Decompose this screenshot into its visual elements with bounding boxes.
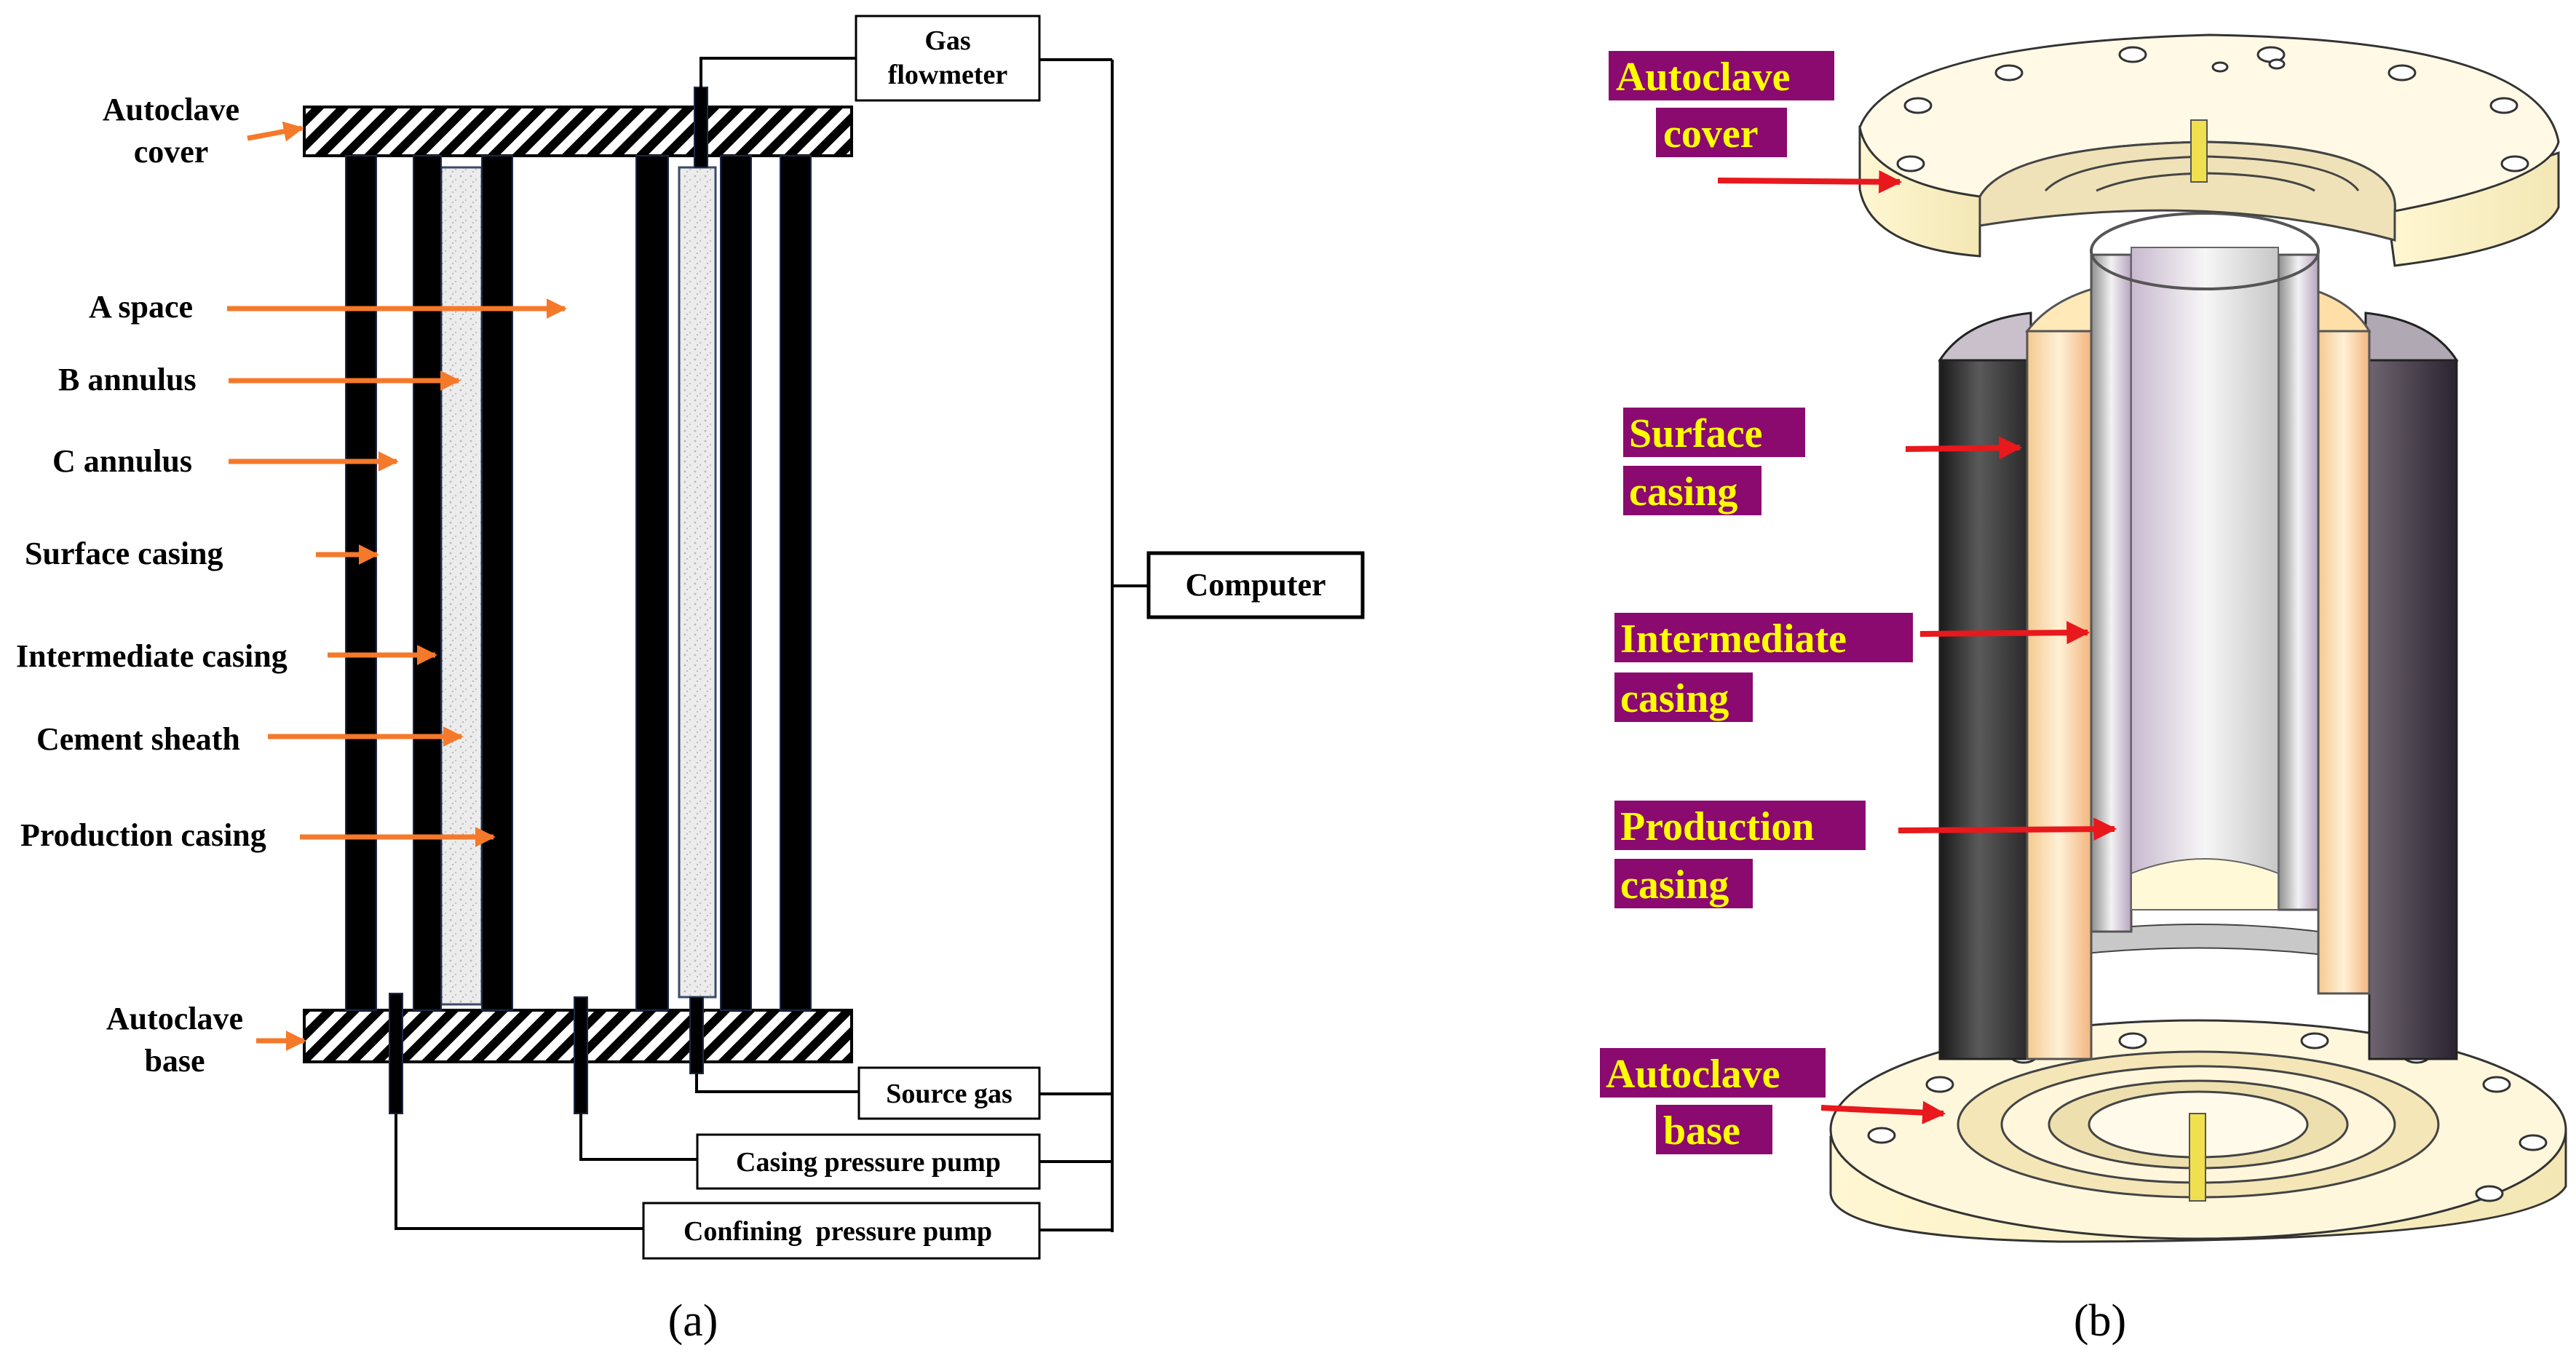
label-c-annulus: C annulus bbox=[52, 443, 192, 479]
tag-autoclave-cover-1: Autoclave bbox=[1616, 55, 1791, 100]
casing-pressure-pump-box bbox=[696, 1133, 1041, 1190]
tag-autoclave-cover-bg-1 bbox=[1609, 51, 1834, 100]
production-casing-wall-left bbox=[481, 155, 513, 1011]
arrow-b-cover bbox=[1717, 170, 1903, 194]
label-autoclave-cover-2: cover bbox=[134, 134, 209, 170]
tag-intermediate-casing-1: Intermediate bbox=[1620, 616, 1847, 662]
panel-a-schematic: Gas flowmeter Computer Source gas Casing… bbox=[16, 15, 1365, 1346]
arrow-b-production bbox=[1898, 817, 2117, 841]
cement-sheath-left bbox=[440, 166, 483, 1006]
label-b-annulus: B annulus bbox=[58, 362, 197, 397]
caption-a: (a) bbox=[668, 1296, 718, 1346]
tag-autoclave-cover-bg-2 bbox=[1656, 108, 1787, 157]
confining-pressure-pump-box bbox=[642, 1202, 1041, 1260]
tag-surface-casing-bg-1 bbox=[1623, 408, 1805, 457]
connection-lines bbox=[395, 57, 1149, 1232]
tag-autoclave-base-bg-1 bbox=[1600, 1048, 1826, 1098]
intermediate-casing-wall-right bbox=[720, 155, 752, 1011]
tag-production-casing-bg-2 bbox=[1614, 859, 1753, 908]
production-casing-wall-right bbox=[635, 155, 669, 1011]
label-production-casing: Production casing bbox=[20, 817, 266, 853]
gas-flowmeter-box bbox=[855, 15, 1041, 102]
casing-pressure-port bbox=[574, 996, 588, 1114]
arrow-b-base bbox=[1820, 1100, 1946, 1124]
label-autoclave-base-1: Autoclave bbox=[106, 1001, 243, 1036]
caption-b: (b) bbox=[2074, 1296, 2126, 1346]
gas-inlet-port bbox=[689, 996, 704, 1074]
autoclave-cover-3d bbox=[1858, 33, 2560, 267]
confining-pressure-pump-label: Confining pressure pump bbox=[683, 1216, 992, 1247]
label-intermediate-casing: Intermediate casing bbox=[16, 638, 288, 674]
gas-outlet-port bbox=[694, 87, 708, 168]
intermediate-casing-wall-left bbox=[413, 155, 442, 1011]
arrow-b-surface bbox=[1905, 436, 2023, 460]
label-surface-casing: Surface casing bbox=[25, 536, 223, 571]
tag-intermediate-casing-bg-2 bbox=[1614, 672, 1753, 722]
tag-surface-casing-bg-2 bbox=[1623, 466, 1761, 515]
label-autoclave-cover-1: Autoclave bbox=[103, 92, 239, 127]
tag-intermediate-casing-bg-1 bbox=[1614, 613, 1913, 662]
intermediate-casing-3d bbox=[2024, 279, 2371, 1060]
tag-surface-casing-1: Surface bbox=[1629, 411, 1763, 456]
source-gas-label: Source gas bbox=[886, 1079, 1012, 1109]
tag-surface-casing-2: casing bbox=[1629, 469, 1737, 515]
gas-flowmeter-label-2: flowmeter bbox=[888, 60, 1008, 90]
computer-box bbox=[1146, 551, 1365, 619]
casing-pressure-pump-label: Casing pressure pump bbox=[736, 1147, 1001, 1178]
tag-intermediate-casing-2: casing bbox=[1620, 676, 1729, 721]
label-a-space: A space bbox=[89, 289, 193, 325]
tag-production-casing-1: Production bbox=[1620, 804, 1815, 849]
surface-casing-wall-left bbox=[345, 155, 377, 1011]
computer-label: Computer bbox=[1185, 567, 1325, 603]
tag-production-casing-2: casing bbox=[1620, 862, 1729, 908]
panel-b-3d-model: Autoclave cover Surface casing Intermedi… bbox=[1600, 33, 2567, 1346]
tag-autoclave-base-bg-2 bbox=[1656, 1105, 1772, 1154]
label-cement-sheath: Cement sheath bbox=[36, 721, 240, 757]
production-casing-3d bbox=[2090, 212, 2320, 933]
surface-casing-3d bbox=[1938, 312, 2459, 1060]
arrow-cover bbox=[247, 121, 304, 142]
tag-autoclave-base-2: base bbox=[1663, 1108, 1740, 1154]
confining-port bbox=[389, 993, 403, 1114]
red-arrows bbox=[1717, 170, 2117, 1124]
tag-autoclave-cover-2: cover bbox=[1663, 111, 1759, 156]
orange-arrows bbox=[227, 121, 567, 1051]
autoclave-cover-plate bbox=[303, 106, 853, 157]
tag-autoclave-base-1: Autoclave bbox=[1606, 1052, 1780, 1097]
arrow-b-intermediate bbox=[1919, 621, 2090, 645]
source-gas-box bbox=[857, 1066, 1041, 1120]
tag-production-casing-bg-1 bbox=[1614, 801, 1866, 850]
autoclave-base-3d bbox=[1829, 1019, 2567, 1243]
gas-flowmeter-label-1: Gas bbox=[924, 25, 970, 56]
cement-sheath-right bbox=[678, 166, 717, 999]
label-autoclave-base-2: base bbox=[144, 1043, 205, 1079]
surface-casing-wall-right bbox=[780, 155, 812, 1011]
